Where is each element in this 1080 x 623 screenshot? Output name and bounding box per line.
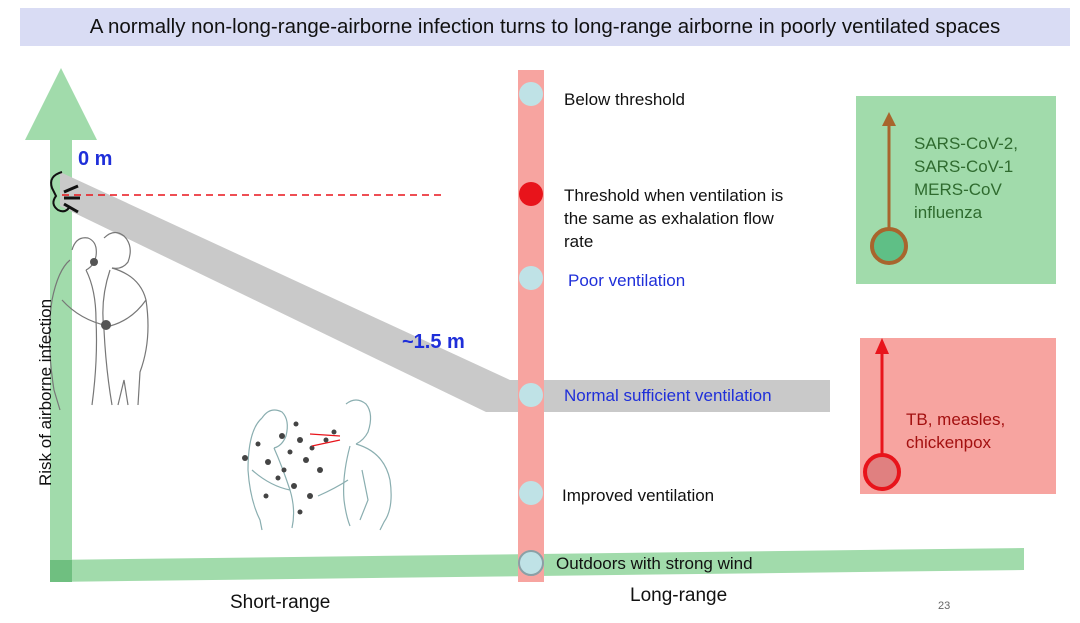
x-axis-label-long-range: Long-range (630, 585, 728, 606)
short-range-decay-band (60, 172, 830, 412)
y-axis-label: Risk of airborne infection (36, 298, 55, 486)
label-threshold-line-1: Threshold when ventilation is (564, 186, 784, 205)
x-axis-label-short-range: Short-range (230, 592, 331, 613)
distance-label-0m: 0 m (78, 148, 113, 170)
red-arrow-head (875, 338, 889, 354)
dot-below-threshold (519, 82, 543, 106)
dot-improved-ventilation (519, 481, 543, 505)
label-threshold-line-3: rate (564, 232, 594, 251)
dot-threshold (519, 182, 543, 206)
red-box-line-2: chickenpox (906, 433, 992, 452)
label-threshold-line-2: the same as exhalation flow (564, 209, 774, 228)
label-poor-ventilation: Poor ventilation (568, 271, 686, 290)
brown-arrow-head (882, 112, 896, 126)
page-title: A normally non-long-range-airborne infec… (89, 15, 1001, 38)
green-box-line-3: MERS-CoV (914, 180, 1002, 199)
ventilation-scale-bar (518, 70, 544, 582)
red-arrow-origin-circle (863, 453, 901, 491)
green-box-line-2: SARS-CoV-1 (914, 157, 1014, 176)
dot-poor-ventilation (519, 266, 543, 290)
dot-normal-ventilation (519, 383, 543, 407)
label-threshold: Threshold when ventilation is the same a… (564, 184, 783, 253)
label-normal-ventilation: Normal sufficient ventilation (564, 386, 772, 405)
green-box-text: SARS-CoV-2, SARS-CoV-1 MERS-CoV influenz… (914, 132, 1018, 224)
y-axis-arrowhead (25, 68, 97, 140)
close-contact-couple-sketch (48, 231, 149, 411)
respiratory-droplets (242, 421, 337, 515)
droplet-couple-2 (101, 320, 111, 330)
exhaled-jet-arrows (309, 433, 341, 447)
axis-origin (50, 560, 72, 582)
label-outdoors: Outdoors with strong wind (556, 554, 753, 573)
distance-label-1-5m: ~1.5 m (402, 331, 465, 353)
green-box-line-1: SARS-CoV-2, (914, 134, 1018, 153)
title-banner: A normally non-long-range-airborne infec… (20, 8, 1070, 46)
y-axis-bar (50, 138, 72, 582)
page-number: 23 (938, 600, 951, 612)
label-below-threshold: Below threshold (564, 90, 685, 109)
brown-arrow-origin-circle (870, 227, 908, 265)
red-box-text: TB, measles, chickenpox (906, 408, 1005, 454)
droplet-couple-1 (90, 258, 98, 266)
exhaling-head-icon (50, 171, 80, 214)
dot-outdoors (518, 550, 544, 576)
green-box-line-4: influenza (914, 203, 983, 222)
label-improved-ventilation: Improved ventilation (562, 486, 715, 505)
talking-pair-sketch (247, 399, 392, 531)
red-box-line-1: TB, measles, (906, 410, 1006, 429)
